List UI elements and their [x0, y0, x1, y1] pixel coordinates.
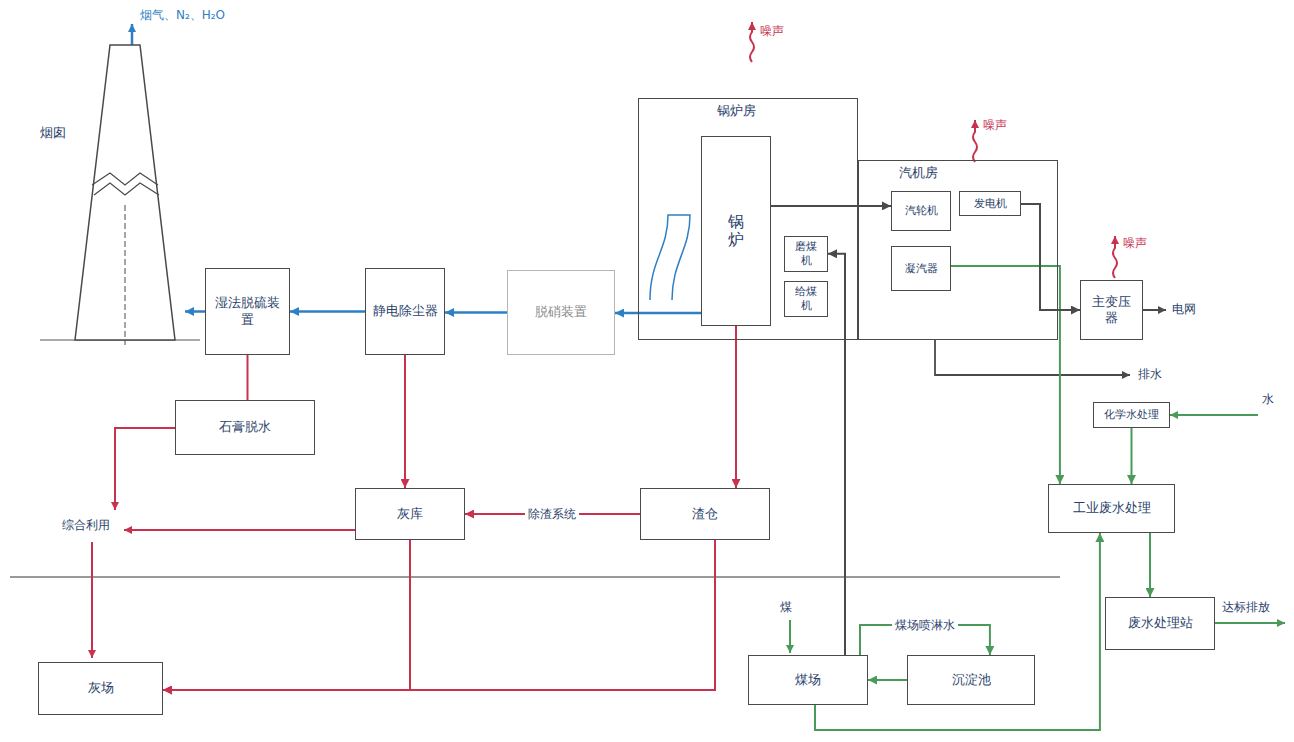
flow-connector — [290, 310, 365, 313]
use-to-yard-arrow — [91, 542, 93, 658]
flow-connector — [868, 679, 907, 681]
node-label: 脱硝装置 — [535, 304, 587, 320]
chimney: 烟囱 — [40, 35, 185, 345]
process-box: 工业废水处理 — [1048, 484, 1175, 533]
noise-mark — [973, 120, 977, 162]
node-label: 锅炉 — [728, 213, 744, 248]
building-title: 锅炉房 — [717, 103, 756, 119]
noise-label: 噪声 — [760, 24, 784, 38]
water-label: 水 — [1262, 392, 1274, 406]
byproduct-arrow — [115, 428, 175, 510]
process-box: 化学水处理 — [1093, 402, 1170, 428]
equipment-box: 凝汽器 — [891, 246, 951, 291]
building-title: 汽机房 — [899, 165, 938, 181]
node-label: 磨煤机 — [790, 240, 822, 268]
process-box: 沉淀池 — [907, 655, 1035, 705]
storage-box: 煤场 — [748, 655, 868, 705]
storage-box: 灰场 — [38, 662, 163, 715]
flow-connector — [828, 254, 845, 655]
process-box: 废水处理站 — [1105, 597, 1215, 650]
process-box: 静电除尘器 — [365, 268, 445, 355]
process-box: 主变压器 — [1080, 280, 1143, 340]
flow-connector — [163, 540, 715, 690]
discharge-arrow — [1215, 622, 1285, 624]
equipment-box: 给煤机 — [784, 281, 828, 317]
coal-label: 煤 — [780, 600, 792, 614]
node-label: 渣仓 — [692, 506, 718, 522]
water-in-arrow — [1170, 414, 1258, 416]
break-mark — [92, 173, 159, 195]
center-line — [125, 205, 126, 345]
discharge-label: 达标排放 — [1222, 600, 1270, 614]
node-label: 工业废水处理 — [1073, 500, 1151, 516]
node-label: 煤场 — [795, 672, 821, 688]
ash-use-arrow — [124, 529, 355, 531]
process-box: 湿法脱硫装置 — [205, 268, 290, 355]
flow-connector — [1131, 428, 1133, 484]
flue-duct — [650, 215, 690, 300]
flow-connector — [1149, 533, 1151, 597]
equipment-box: 发电机 — [959, 191, 1021, 216]
node-label: 发电机 — [974, 197, 1007, 211]
equipment-box: 汽轮机 — [891, 191, 951, 231]
noise-label: 噪声 — [983, 118, 1007, 132]
node-label: 烟囱 — [40, 125, 66, 141]
connector-label: 煤场喷淋水 — [892, 618, 958, 632]
chimney-outline — [40, 35, 185, 345]
building-box: 锅炉房锅炉磨煤机给煤机 — [638, 98, 858, 340]
equipment-box: 磨煤机 — [784, 236, 828, 272]
storage-box: 灰库 — [355, 488, 465, 540]
boiler-box: 锅炉 — [701, 136, 771, 326]
node-label: 主变压器 — [1086, 294, 1137, 327]
flow-connector — [1021, 204, 1080, 310]
grid-arrow — [1143, 309, 1166, 311]
noise-label: 噪声 — [1123, 236, 1147, 250]
noise-mark — [1113, 236, 1117, 278]
use-label: 综合利用 — [62, 518, 110, 532]
grid-label: 电网 — [1172, 302, 1196, 316]
flow-connector — [615, 312, 701, 315]
flow-connector — [404, 355, 406, 488]
flow-connector — [951, 266, 1060, 484]
flue-gas-label: 烟气、N₂、H₂O — [140, 8, 225, 22]
node-label: 湿法脱硫装置 — [211, 295, 284, 328]
node-label: 灰场 — [88, 680, 114, 696]
node-label: 沉淀池 — [952, 672, 991, 688]
building-box: 汽机房汽轮机 发电机凝汽器 — [858, 160, 1058, 340]
node-label: 化学水处理 — [1104, 408, 1159, 422]
coal-in-arrow — [789, 620, 791, 653]
connector-label: 除渣系统 — [525, 507, 579, 521]
flow-connector — [735, 326, 737, 488]
node-label: 给煤机 — [790, 285, 822, 313]
drain-arrow — [935, 340, 1130, 375]
flow-connector — [247, 355, 249, 400]
process-box: 脱硝装置 — [507, 270, 615, 355]
flow-connector — [163, 540, 410, 690]
noise-mark — [750, 22, 754, 62]
node-label: 废水处理站 — [1128, 615, 1193, 631]
flow-connector — [185, 310, 205, 313]
node-label: 灰库 — [397, 506, 423, 522]
divider-line — [10, 576, 1060, 578]
flow-connector — [771, 205, 891, 207]
process-box: 石膏脱水 — [175, 400, 315, 455]
node-label: 凝汽器 — [905, 262, 938, 276]
node-label: 汽轮机 — [905, 204, 938, 218]
drain-label: 排水 — [1138, 367, 1162, 381]
node-label: 石膏脱水 — [219, 419, 271, 435]
node-label: 静电除尘器 — [373, 303, 438, 319]
storage-box: 渣仓 — [640, 488, 770, 540]
flow-connector — [445, 311, 507, 314]
